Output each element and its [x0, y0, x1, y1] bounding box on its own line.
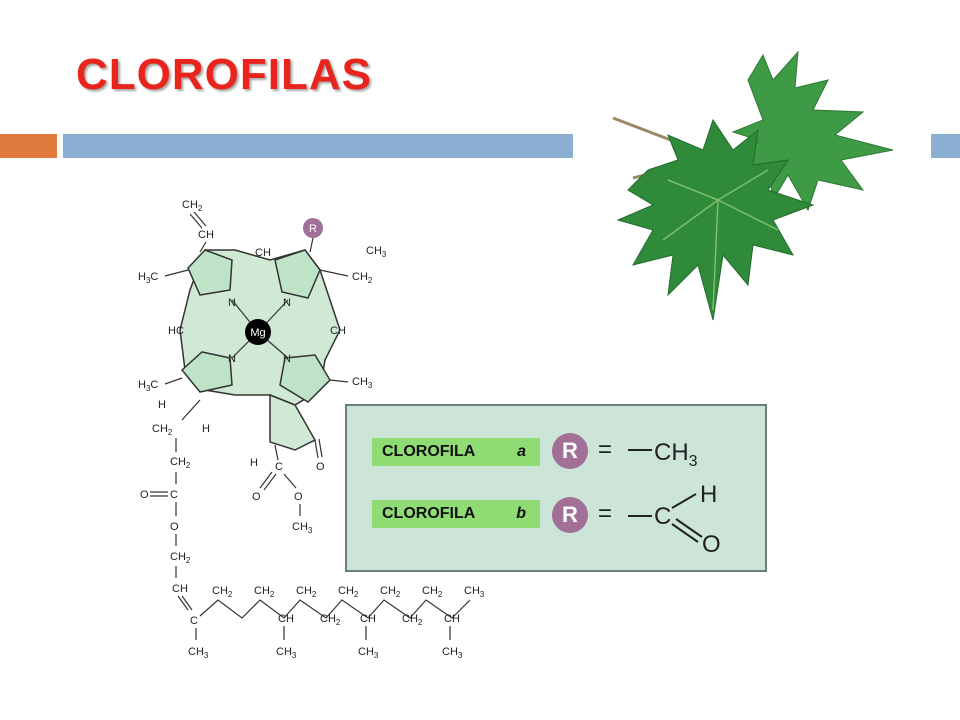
- o-label: O: [140, 489, 149, 501]
- o-label: O: [252, 491, 261, 503]
- equals-sign-b: =: [598, 500, 613, 527]
- ch2-label: CH2: [212, 585, 233, 599]
- ch-label: CH: [172, 583, 188, 595]
- chlorophyll-legend-box: [345, 404, 767, 572]
- legend-label-a: CLOROFILA a: [372, 438, 540, 466]
- ch2-label: CH2: [380, 585, 401, 599]
- mg-atom: [245, 319, 271, 345]
- ch-label: CH: [198, 229, 214, 241]
- o-label: O: [170, 521, 179, 533]
- n-label: N: [283, 297, 291, 309]
- mg-label: Mg: [250, 327, 265, 339]
- accent-bar-blue: [63, 134, 573, 158]
- ch2-label: CH2: [182, 199, 203, 213]
- ch3-label: CH3: [292, 521, 313, 535]
- r-group-badge-b: R: [552, 497, 588, 533]
- h-label: H: [250, 457, 258, 469]
- ch3-label: CH3: [442, 646, 463, 660]
- formula-b-carbon: C: [654, 503, 671, 530]
- ch-label: CH: [360, 613, 376, 625]
- o-label: O: [294, 491, 303, 503]
- ch2-label: CH2: [402, 613, 423, 627]
- ch2-label: CH2: [422, 585, 443, 599]
- ch-label: CH: [444, 613, 460, 625]
- h3c-label: H3C: [138, 379, 158, 393]
- n-label: N: [228, 297, 236, 309]
- h3c-label: H3C: [138, 271, 158, 285]
- c-label: C: [190, 615, 198, 627]
- ch3-label: CH3: [464, 585, 485, 599]
- ch2-label: CH2: [170, 456, 191, 470]
- o-label: O: [316, 461, 325, 473]
- legend-label-b: CLOROFILA b: [372, 500, 540, 528]
- ch-label: CH: [255, 247, 271, 259]
- c-label: C: [275, 461, 283, 473]
- r-group-atom: [303, 218, 323, 238]
- equals-sign-a: =: [598, 436, 613, 463]
- ch-label: CH: [330, 325, 346, 337]
- accent-bar-orange: [0, 134, 57, 158]
- ch2-label: CH2: [320, 613, 341, 627]
- ch2-label: CH2: [352, 271, 373, 285]
- ch3-label: CH3: [358, 646, 379, 660]
- h-label: H: [158, 399, 166, 411]
- r-group-badge-a: R: [552, 433, 588, 469]
- chlorophyll-molecule-diagram: Mg R N N N N CH HC CH CH2 CH CH3 CH2 H3C…: [138, 199, 485, 660]
- accent-bar-blue-right: [931, 134, 960, 158]
- h-label: H: [202, 423, 210, 435]
- formula-a-ch3: CH3: [654, 439, 698, 470]
- ch3-label: CH3: [188, 646, 209, 660]
- ch2-label: CH2: [338, 585, 359, 599]
- hc-label: HC: [168, 325, 184, 337]
- ch3-label: CH3: [366, 245, 387, 259]
- ch2-label: CH2: [170, 551, 191, 565]
- slide-title: CLOROFILAS: [76, 50, 372, 99]
- r-group-label: R: [309, 223, 317, 235]
- ch2-label: CH2: [254, 585, 275, 599]
- maple-leaf-image: [612, 50, 894, 321]
- ch3-label: CH3: [276, 646, 297, 660]
- formula-b-hydrogen: H: [700, 481, 717, 508]
- n-label: N: [283, 353, 291, 365]
- ch3-label: CH3: [352, 376, 373, 390]
- ch-label: CH: [278, 613, 294, 625]
- ch2-label: CH2: [296, 585, 317, 599]
- formula-b-oxygen: O: [702, 531, 721, 558]
- c-label: C: [170, 489, 178, 501]
- r-group-formulas: CH3 C H O: [628, 439, 721, 558]
- ch2-label: CH2: [152, 423, 173, 437]
- n-label: N: [228, 353, 236, 365]
